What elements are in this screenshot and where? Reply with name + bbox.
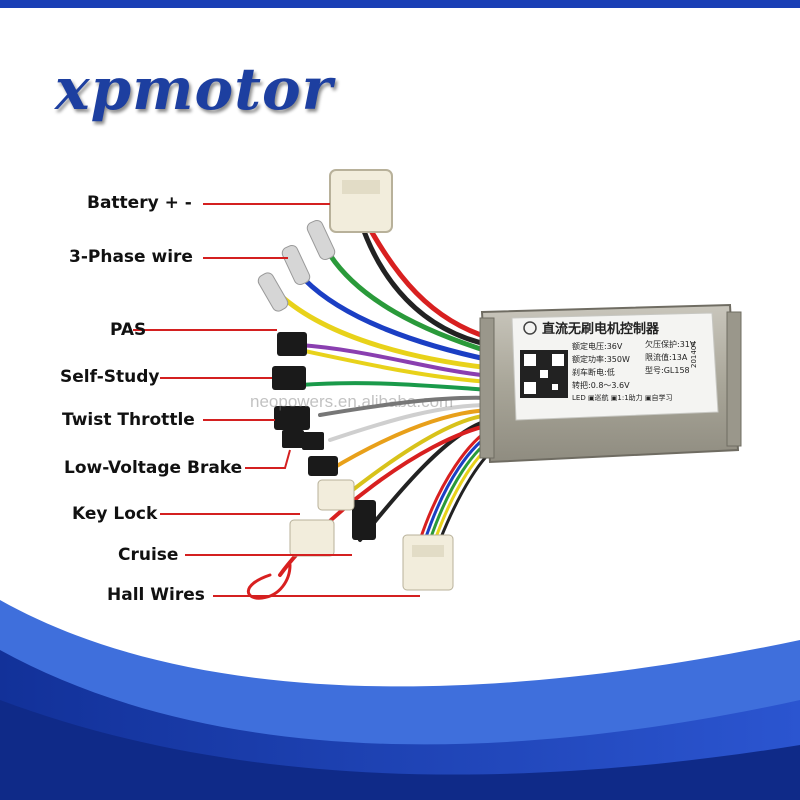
brand-logo-icon xyxy=(523,321,537,335)
label-battery: Battery + - xyxy=(87,193,192,213)
label-hall-wires: Hall Wires xyxy=(107,585,205,605)
label-cruise: Cruise xyxy=(118,545,179,565)
wave-darkest xyxy=(0,700,800,800)
plate-current-limit: 限流值:13A xyxy=(645,353,688,362)
label-key-lock: Key Lock xyxy=(72,504,158,524)
plate-undervoltage: 欠压保护:31V xyxy=(645,340,696,349)
leader-lines xyxy=(133,203,420,597)
battery-connector xyxy=(329,169,393,233)
label-twist-throttle: Twist Throttle xyxy=(62,410,195,430)
phase-connectors xyxy=(257,219,336,312)
signal-connectors xyxy=(272,332,376,540)
label-low-voltage-brake: Low-Voltage Brake xyxy=(64,458,243,478)
brand-logo: xpmotor xyxy=(55,55,334,123)
plate-title: 直流无刷电机控制器 xyxy=(542,322,660,337)
hall-connector xyxy=(402,534,454,591)
plate-date-code: 201404 xyxy=(690,341,698,368)
plate-brake: 刹车断电:低 xyxy=(572,368,615,377)
label-self-study: Self-Study xyxy=(60,367,160,387)
plate-rated-power: 额定功率:350W xyxy=(572,355,630,364)
plate-features: LED ▣巡航 ▣1:1助力 ▣自学习 xyxy=(572,394,673,402)
keylock-connector xyxy=(289,479,355,557)
watermark: neopowers.en.alibaba.com xyxy=(250,392,454,411)
plate-throttle: 转把:0.8～3.6V xyxy=(572,381,630,390)
plate-model: 型号:GL158 xyxy=(645,366,690,375)
plate-rated-voltage: 额定电压:36V xyxy=(572,342,623,351)
controller-box xyxy=(479,303,742,464)
label-pas: PAS xyxy=(110,320,147,340)
label-3-phase: 3-Phase wire xyxy=(69,247,193,267)
top-border xyxy=(0,0,800,8)
